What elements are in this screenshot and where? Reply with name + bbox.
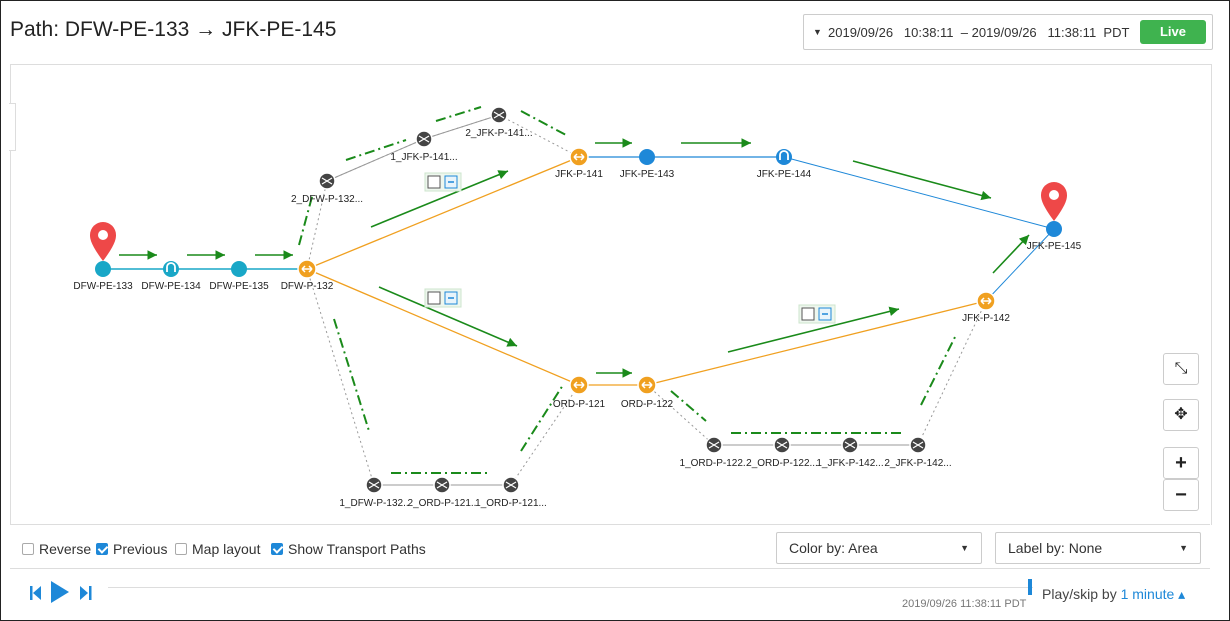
label-dfw-pe-133: DFW-PE-133 [73,281,133,292]
caret-down-icon: ▼ [1179,543,1188,553]
previous-label: Previous [113,541,168,557]
caret-up-icon[interactable]: ▴ [1174,586,1186,602]
previous-checkbox[interactable]: Previous [96,541,167,557]
play-icon[interactable] [51,581,69,603]
label-1-ord-p-121: 1_ORD-P-121... [475,498,547,509]
playback-bar: 2019/09/26 11:38:11 PDT Play/skip by 1 m… [10,568,1210,619]
label-2-ord-p-121: 2_ORD-P-121.. [408,498,477,509]
topology-map[interactable]: DFW-PE-133 DFW-PE-134 DFW-PE-135 DFW-P-1… [10,64,1212,525]
label-by-select[interactable]: Label by: None ▼ [995,532,1201,564]
transport-paths-label: Show Transport Paths [288,541,426,557]
node-dfw-pe-133[interactable] [95,261,111,277]
label-1-ord-p-122: 1_ORD-P-122.. [680,458,749,469]
map-layout-label: Map layout [192,541,261,557]
side-panel-tab[interactable] [9,103,16,151]
label-jfk-p-142: JFK-P-142 [962,313,1010,324]
skip-interval-link[interactable]: 1 minute [1120,586,1175,602]
node-dfw-pe-135[interactable] [231,261,247,277]
reverse-label: Reverse [39,541,92,557]
time-range-text[interactable]: 2019/09/26 10:38:11 – 2019/09/26 11:38:1… [828,25,1130,40]
label-dfw-pe-134: DFW-PE-134 [141,281,201,292]
zoom-in-button[interactable]: + [1163,447,1199,479]
skip-forward-icon[interactable] [80,586,92,600]
link-badge-1[interactable] [424,172,462,192]
label-2-jfk-p-142: 2_JFK-P-142... [884,458,951,469]
link-badge-2[interactable] [424,288,462,308]
link-badge-3[interactable] [798,304,836,324]
collapse-icon[interactable]: ⤡ [1163,353,1199,385]
map-layout-box[interactable] [175,543,187,555]
timeline-handle[interactable] [1028,579,1032,595]
destination-pin-icon [1041,182,1067,221]
zoom-out-button[interactable]: − [1163,479,1199,511]
label-jfk-pe-145: JFK-PE-145 [1027,241,1082,252]
live-button[interactable]: Live [1140,20,1206,44]
label-jfk-pe-144: JFK-PE-144 [757,169,812,180]
reverse-box[interactable] [22,543,34,555]
label-2-jfk-p-141: 2_JFK-P-141... [465,128,532,139]
label-ord-p-122: ORD-P-122 [621,399,674,410]
label-jfk-pe-143: JFK-PE-143 [620,169,675,180]
skip-label: Play/skip by [1042,586,1121,602]
label-dfw-p-132: DFW-P-132 [281,281,334,292]
color-by-value: Color by: Area [789,540,878,556]
label-2-dfw-p-132: 2_DFW-P-132... [291,194,363,205]
nodes[interactable] [95,106,1062,494]
time-range-selector[interactable]: ▼ 2019/09/26 10:38:11 – 2019/09/26 11:38… [803,14,1213,50]
node-jfk-pe-145[interactable] [1046,221,1062,237]
source-pin-icon [90,222,116,261]
timeline-track[interactable] [108,587,1033,588]
label-1-jfk-p-142: 1_JFK-P-142... [816,458,883,469]
label-ord-p-121: ORD-P-121 [553,399,606,410]
label-dfw-pe-135: DFW-PE-135 [209,281,269,292]
page-title: Path: DFW-PE-133 → JFK-PE-145 [10,18,337,41]
caret-down-icon[interactable]: ▼ [813,27,822,37]
path-graph[interactable]: DFW-PE-133 DFW-PE-134 DFW-PE-135 DFW-P-1… [11,65,1211,525]
label-2-ord-p-122: 2_ORD-P-122... [746,458,818,469]
label-1-dfw-p-132: 1_DFW-P-132.. [339,498,408,509]
main-links [103,156,1055,386]
color-by-select[interactable]: Color by: Area ▼ [776,532,982,564]
previous-box[interactable] [96,543,108,555]
timeline-timestamp: 2019/09/26 11:38:11 PDT [902,598,1027,610]
caret-down-icon: ▼ [960,543,969,553]
skip-control: Play/skip by 1 minute ▴ [1042,586,1185,603]
label-by-value: Label by: None [1008,540,1103,556]
recenter-icon[interactable]: ✥ [1163,399,1199,431]
transport-paths-box[interactable] [271,543,283,555]
node-jfk-pe-143[interactable] [639,149,655,165]
skip-back-icon[interactable] [30,586,42,600]
link-badges[interactable] [424,172,836,324]
label-jfk-p-141: JFK-P-141 [555,169,603,180]
transport-path-overlays [298,106,957,474]
label-1-jfk-p-141: 1_JFK-P-141... [390,152,457,163]
traffic-arrows [119,138,1030,378]
transport-paths-checkbox[interactable]: Show Transport Paths [271,541,426,557]
options-bar: Reverse Previous Map layout Show Transpo… [10,524,1210,569]
reverse-checkbox[interactable]: Reverse [22,541,91,557]
map-layout-checkbox[interactable]: Map layout [175,541,260,557]
